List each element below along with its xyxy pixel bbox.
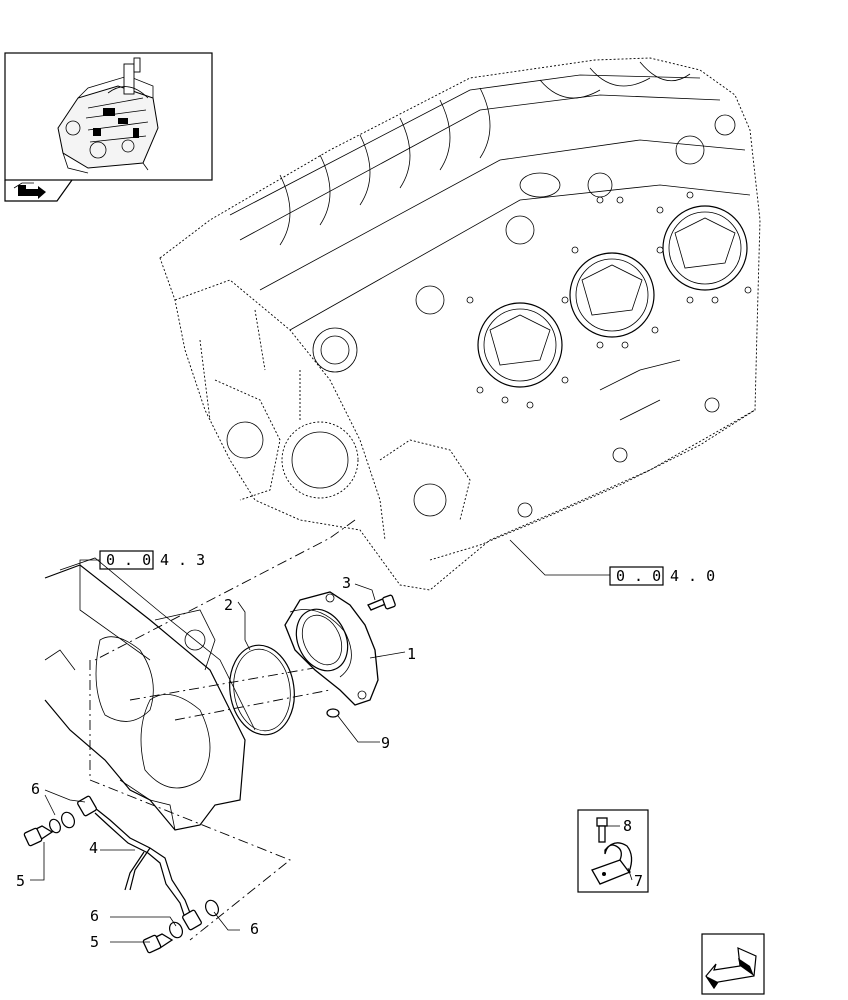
ref-leader-right bbox=[509, 539, 610, 576]
callout-5-b: 5 bbox=[90, 933, 99, 951]
section-ref-top-left-boxed: 0 . 0 bbox=[106, 551, 151, 569]
callout-6-a: 6 bbox=[31, 780, 40, 798]
washer-part-9 bbox=[326, 708, 340, 718]
o-ring-part bbox=[229, 644, 295, 736]
nav-back-tab[interactable] bbox=[4, 179, 73, 202]
callout-4: 4 bbox=[89, 839, 98, 857]
callout-leaders bbox=[30, 583, 633, 943]
callout-5-a: 5 bbox=[16, 872, 25, 890]
section-ref-right-rest: 4 . 0 bbox=[670, 567, 715, 585]
callout-1: 1 bbox=[407, 645, 416, 663]
next-page-button[interactable] bbox=[701, 933, 765, 995]
cover-flange-part bbox=[284, 591, 379, 706]
section-ref-right[interactable]: 0 . 0 4 . 0 bbox=[609, 566, 715, 586]
section-ref-top-left[interactable]: 0 . 0 4 . 3 bbox=[99, 550, 205, 570]
ref-leader-left bbox=[79, 559, 100, 565]
engine-block-illustration bbox=[159, 57, 761, 591]
callout-7: 7 bbox=[634, 872, 643, 890]
bolt-part-3 bbox=[367, 594, 396, 611]
callout-3: 3 bbox=[342, 574, 351, 592]
detail-inset bbox=[577, 809, 649, 893]
callout-2: 2 bbox=[224, 596, 233, 614]
callout-labels: 2 3 1 9 6 4 5 6 6 5 8 7 bbox=[16, 574, 643, 951]
flywheel-housing-illustration bbox=[44, 557, 256, 831]
callout-9: 9 bbox=[381, 734, 390, 752]
section-ref-top-left-rest: 4 . 3 bbox=[160, 551, 205, 569]
washer-part-6 bbox=[48, 811, 220, 939]
section-ref-right-boxed: 0 . 0 bbox=[616, 567, 661, 585]
next-page-arrow-icon bbox=[705, 947, 757, 990]
bolt-part-5 bbox=[23, 825, 174, 954]
engine-thumbnail-icon[interactable] bbox=[4, 52, 213, 181]
clamp-part-7 bbox=[591, 842, 633, 885]
callout-8: 8 bbox=[623, 817, 632, 835]
oil-pipe-part bbox=[77, 795, 202, 931]
alignment-lines bbox=[89, 519, 361, 941]
nav-arrow-icon bbox=[13, 182, 46, 199]
callout-6-c: 6 bbox=[250, 920, 259, 938]
callout-6-b: 6 bbox=[90, 907, 99, 925]
bolt-part-8 bbox=[596, 817, 608, 843]
